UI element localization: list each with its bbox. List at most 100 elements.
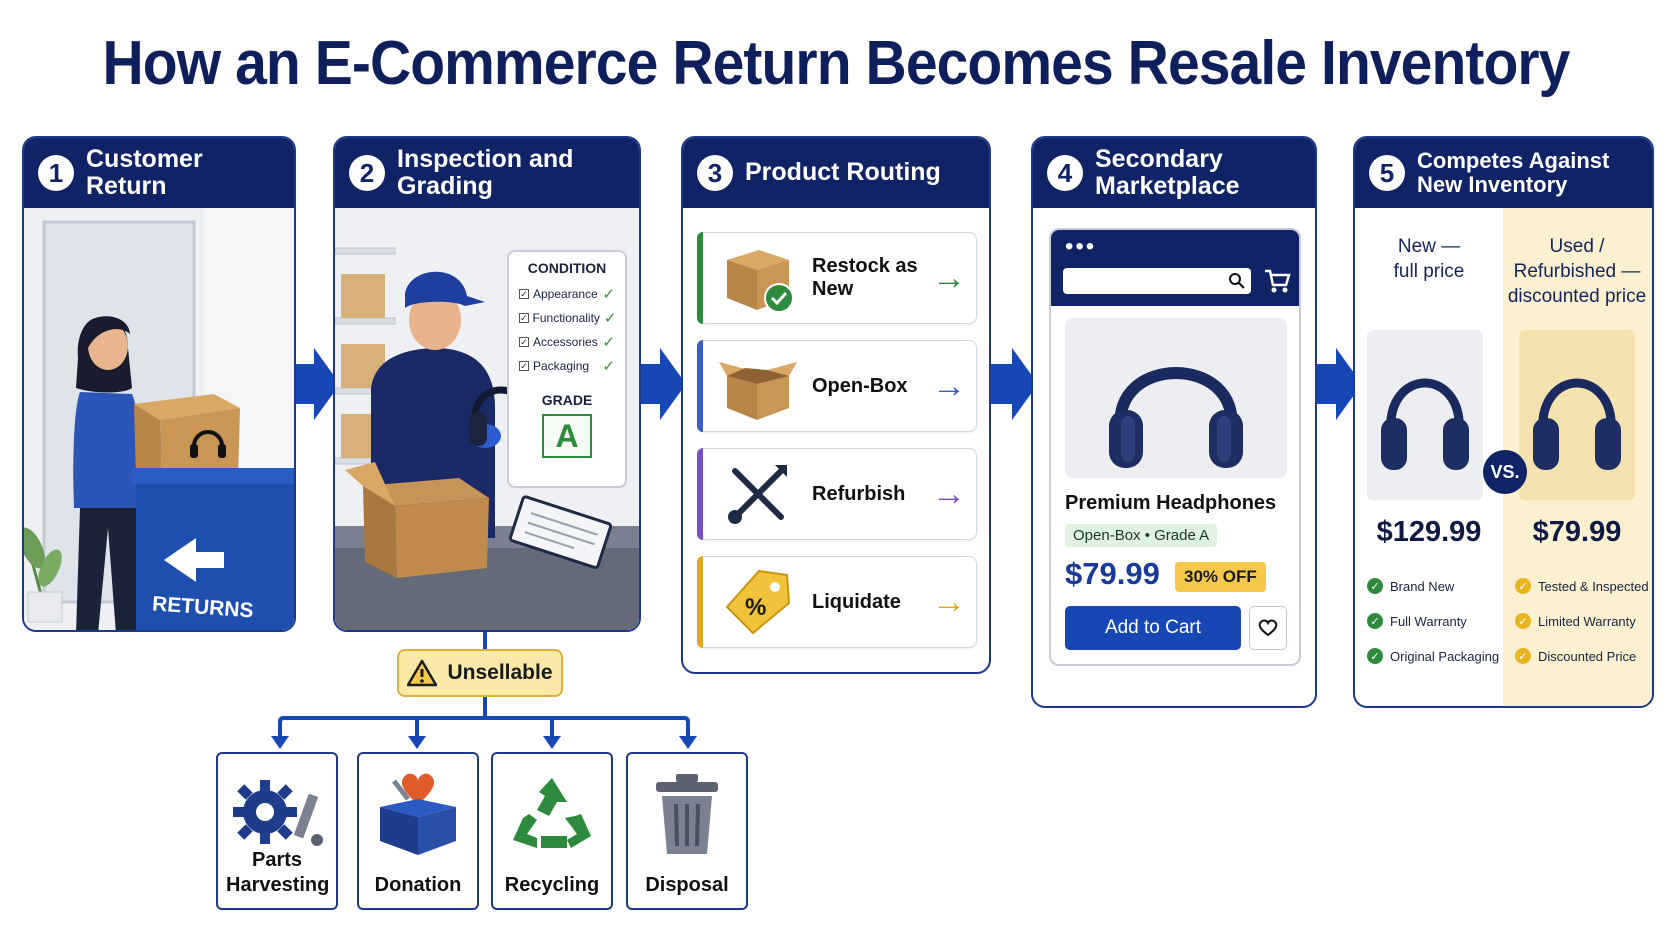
route-label: Refurbish: [812, 482, 906, 505]
headphones-icon: [1109, 367, 1243, 468]
step-number: 4: [1047, 155, 1083, 191]
step-header: 5 Competes Against New Inventory: [1355, 138, 1652, 208]
step-number: 5: [1369, 155, 1405, 191]
warning-icon: [407, 659, 438, 687]
route-label: Open-Box: [812, 374, 908, 397]
tools-icon: [718, 454, 798, 534]
box-check-icon: [718, 238, 798, 318]
step-customer-return: 1 Customer Return: [22, 136, 296, 632]
arrow-4-5: [1316, 348, 1362, 420]
new-feature: ✓Full Warranty: [1367, 613, 1467, 629]
destination-donation: Donation: [357, 752, 479, 910]
step-inspection-grading: 2 Inspection and Grading: [333, 136, 641, 632]
step-title: Competes Against New Inventory: [1417, 147, 1610, 197]
route-open-box: Open-Box →: [697, 340, 977, 432]
marketplace-listing: ••• Premium Headphones Open-Box: [1049, 228, 1301, 666]
new-price: $129.99: [1376, 516, 1482, 548]
check-icon: ✓: [1515, 578, 1531, 594]
check-item: ✓Packaging✓: [519, 358, 615, 375]
clipboard-icon: [508, 495, 613, 569]
recycle-icon: [493, 768, 611, 860]
headphones-icon: [1533, 378, 1621, 470]
used-product-image: [1519, 330, 1635, 500]
destination-label: Donation: [374, 874, 462, 896]
arrow-right-icon: →: [932, 258, 966, 297]
destination-disposal: Disposal: [626, 752, 748, 910]
product-price: $79.99: [1065, 556, 1160, 591]
route-liquidate: % Liquidate →: [697, 556, 977, 648]
destination-label: Disposal: [645, 874, 729, 896]
grade-title: GRADE: [541, 392, 593, 408]
headphones-icon: [1381, 378, 1469, 470]
plant-icon: [24, 527, 63, 623]
arrow-2-3: [638, 348, 686, 420]
search-icon: [1229, 273, 1245, 289]
step-number: 3: [697, 155, 733, 191]
destination-label: Parts Harvesting: [226, 849, 330, 896]
condition-checklist: CONDITION ✓Appearance✓ ✓Functionality✓ ✓…: [507, 250, 627, 488]
destination-recycling: Recycling: [491, 752, 613, 910]
used-heading: Used / Refurbished — discounted price: [1507, 236, 1647, 308]
check-item: ✓Functionality✓: [519, 310, 617, 327]
step-header: 3 Product Routing: [683, 138, 989, 208]
step-header: 4 Secondary Marketplace: [1033, 138, 1315, 208]
step-title: Secondary Marketplace: [1095, 144, 1240, 200]
condition-title: CONDITION: [527, 260, 607, 276]
customer-return-scene: RETURNS: [24, 208, 294, 630]
arrow-right-icon: →: [932, 366, 966, 405]
arrow-3-4: [990, 348, 1038, 420]
new-feature: ✓Brand New: [1367, 578, 1454, 594]
check-icon: ✓: [602, 334, 615, 351]
unsellable-label: Unsellable: [447, 661, 553, 684]
new-heading: New — full price: [1393, 236, 1465, 283]
destination-label: Recycling: [504, 874, 600, 896]
destination-parts-harvesting: Parts Harvesting: [216, 752, 338, 910]
open-box-icon: [345, 462, 489, 578]
arrow-right-icon: →: [932, 582, 966, 621]
browser-bar: •••: [1051, 230, 1299, 306]
gear-bolt-icon: [218, 768, 336, 860]
check-icon: ✓: [602, 286, 615, 303]
check-item: ✓Appearance✓: [519, 286, 615, 303]
step-header: 1 Customer Return: [24, 138, 294, 208]
arrow-right-icon: →: [932, 474, 966, 513]
donation-box-icon: [359, 768, 477, 860]
check-icon: ✓: [1367, 578, 1383, 594]
product-name[interactable]: Premium Headphones: [1065, 492, 1277, 514]
customer-return-illustration: RETURNS: [24, 208, 294, 630]
discount-badge: 30% OFF: [1175, 562, 1266, 592]
unsellable-badge: Unsellable: [397, 649, 563, 697]
cart-icon[interactable]: [1263, 268, 1291, 294]
grade-value: A: [542, 414, 592, 458]
product-image[interactable]: [1065, 318, 1287, 478]
check-icon: ✓: [1367, 648, 1383, 664]
wishlist-button[interactable]: [1249, 606, 1287, 650]
inspection-scene: CONDITION ✓Appearance✓ ✓Functionality✓ ✓…: [335, 208, 639, 630]
check-icon: ✓: [602, 358, 615, 375]
condition-badge: Open-Box • Grade A: [1065, 524, 1218, 547]
price-tag-icon: %: [718, 562, 798, 642]
svg-text:%: %: [745, 594, 766, 621]
new-feature: ✓Original Packaging: [1367, 648, 1499, 664]
step-competes-new-inventory: 5 Competes Against New Inventory New — f…: [1353, 136, 1654, 708]
step-title: Inspection and Grading: [397, 144, 574, 200]
versus-badge: VS.: [1483, 450, 1527, 494]
step-title: Product Routing: [745, 158, 941, 187]
step-secondary-marketplace: 4 Secondary Marketplace •••: [1031, 136, 1317, 708]
route-restock-as-new: Restock as New →: [697, 232, 977, 324]
add-to-cart-button[interactable]: Add to Cart: [1065, 606, 1241, 650]
arrow-1-2: [288, 348, 340, 420]
heart-icon: [1258, 619, 1278, 637]
check-icon: ✓: [603, 310, 617, 327]
step-product-routing: 3 Product Routing Restock as New →: [681, 136, 991, 674]
used-feature: ✓Limited Warranty: [1515, 613, 1636, 629]
check-icon: ✓: [1515, 648, 1531, 664]
used-feature: ✓Discounted Price: [1515, 648, 1636, 664]
search-input[interactable]: [1063, 268, 1251, 294]
step-title: Customer Return: [86, 144, 203, 200]
trash-can-icon: [628, 768, 746, 860]
used-feature: ✓Tested & Inspected: [1515, 578, 1649, 594]
new-product-image: [1367, 330, 1483, 500]
open-box-icon: [718, 346, 798, 426]
